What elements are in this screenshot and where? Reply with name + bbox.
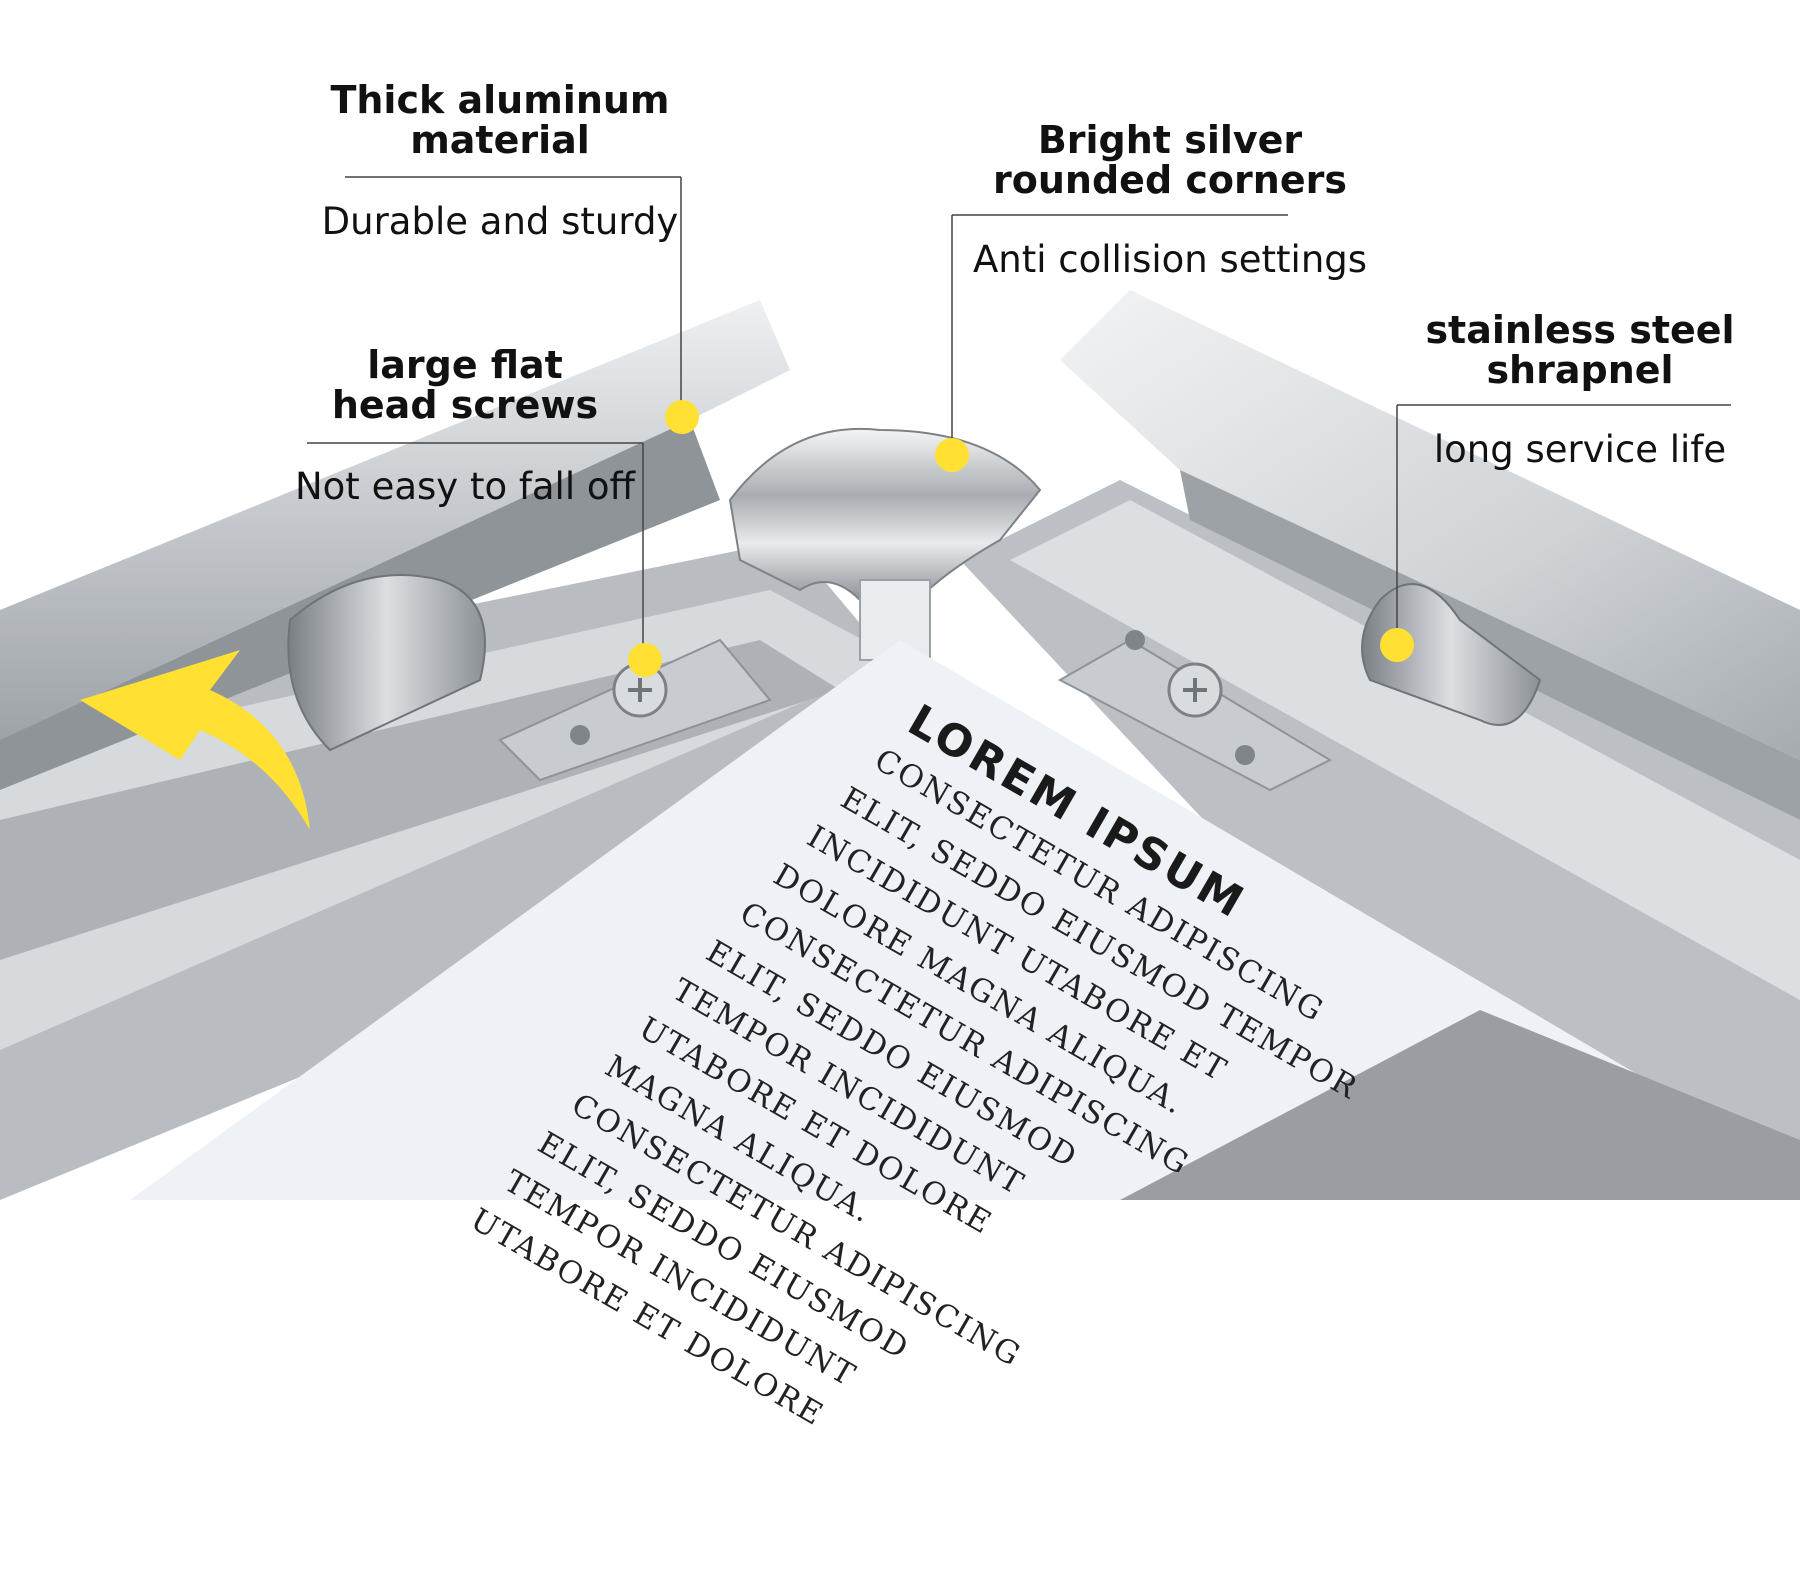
- left-shrapnel: [287, 574, 486, 752]
- callout-screws-title: large flat head screws: [331, 343, 599, 427]
- callout-shrapnel-title: stainless steel shrapnel: [1425, 308, 1735, 392]
- callout-aluminum-desc: Durable and sturdy: [321, 200, 679, 243]
- callout-corners: Bright silver rounded corners Anti colli…: [940, 120, 1400, 280]
- left-rail-lip: [0, 300, 790, 740]
- callout-dot-screws: [628, 643, 662, 677]
- callout-screws: large flat head screws Not easy to fall …: [240, 345, 690, 507]
- callout-corners-title: Bright silver rounded corners: [993, 118, 1347, 202]
- poster-paper: [130, 640, 1800, 1200]
- callout-screws-desc: Not easy to fall off: [294, 465, 635, 508]
- right-shrapnel: [1361, 583, 1542, 726]
- callout-dot-corners: [935, 438, 969, 472]
- callout-shrapnel-desc: long service life: [1433, 428, 1727, 471]
- right-rail-channel: [1010, 500, 1800, 1000]
- frame-illustration: [0, 176, 1800, 1200]
- right-rail-base: [960, 480, 1800, 1200]
- callout-corners-desc: Anti collision settings: [972, 238, 1368, 281]
- callout-aluminum-title: Thick aluminum material: [330, 78, 670, 162]
- right-rail-lip: [1060, 290, 1800, 760]
- chrome-corner: [728, 427, 1042, 622]
- callout-aluminum: Thick aluminum material Durable and stur…: [280, 80, 720, 242]
- callout-dot-aluminum: [665, 400, 699, 434]
- callout-dot-shrapnel: [1380, 628, 1414, 662]
- arrow-icon: [80, 650, 310, 830]
- callout-shrapnel: stainless steel shrapnel long service li…: [1400, 310, 1760, 470]
- poster-image: [1120, 1010, 1800, 1200]
